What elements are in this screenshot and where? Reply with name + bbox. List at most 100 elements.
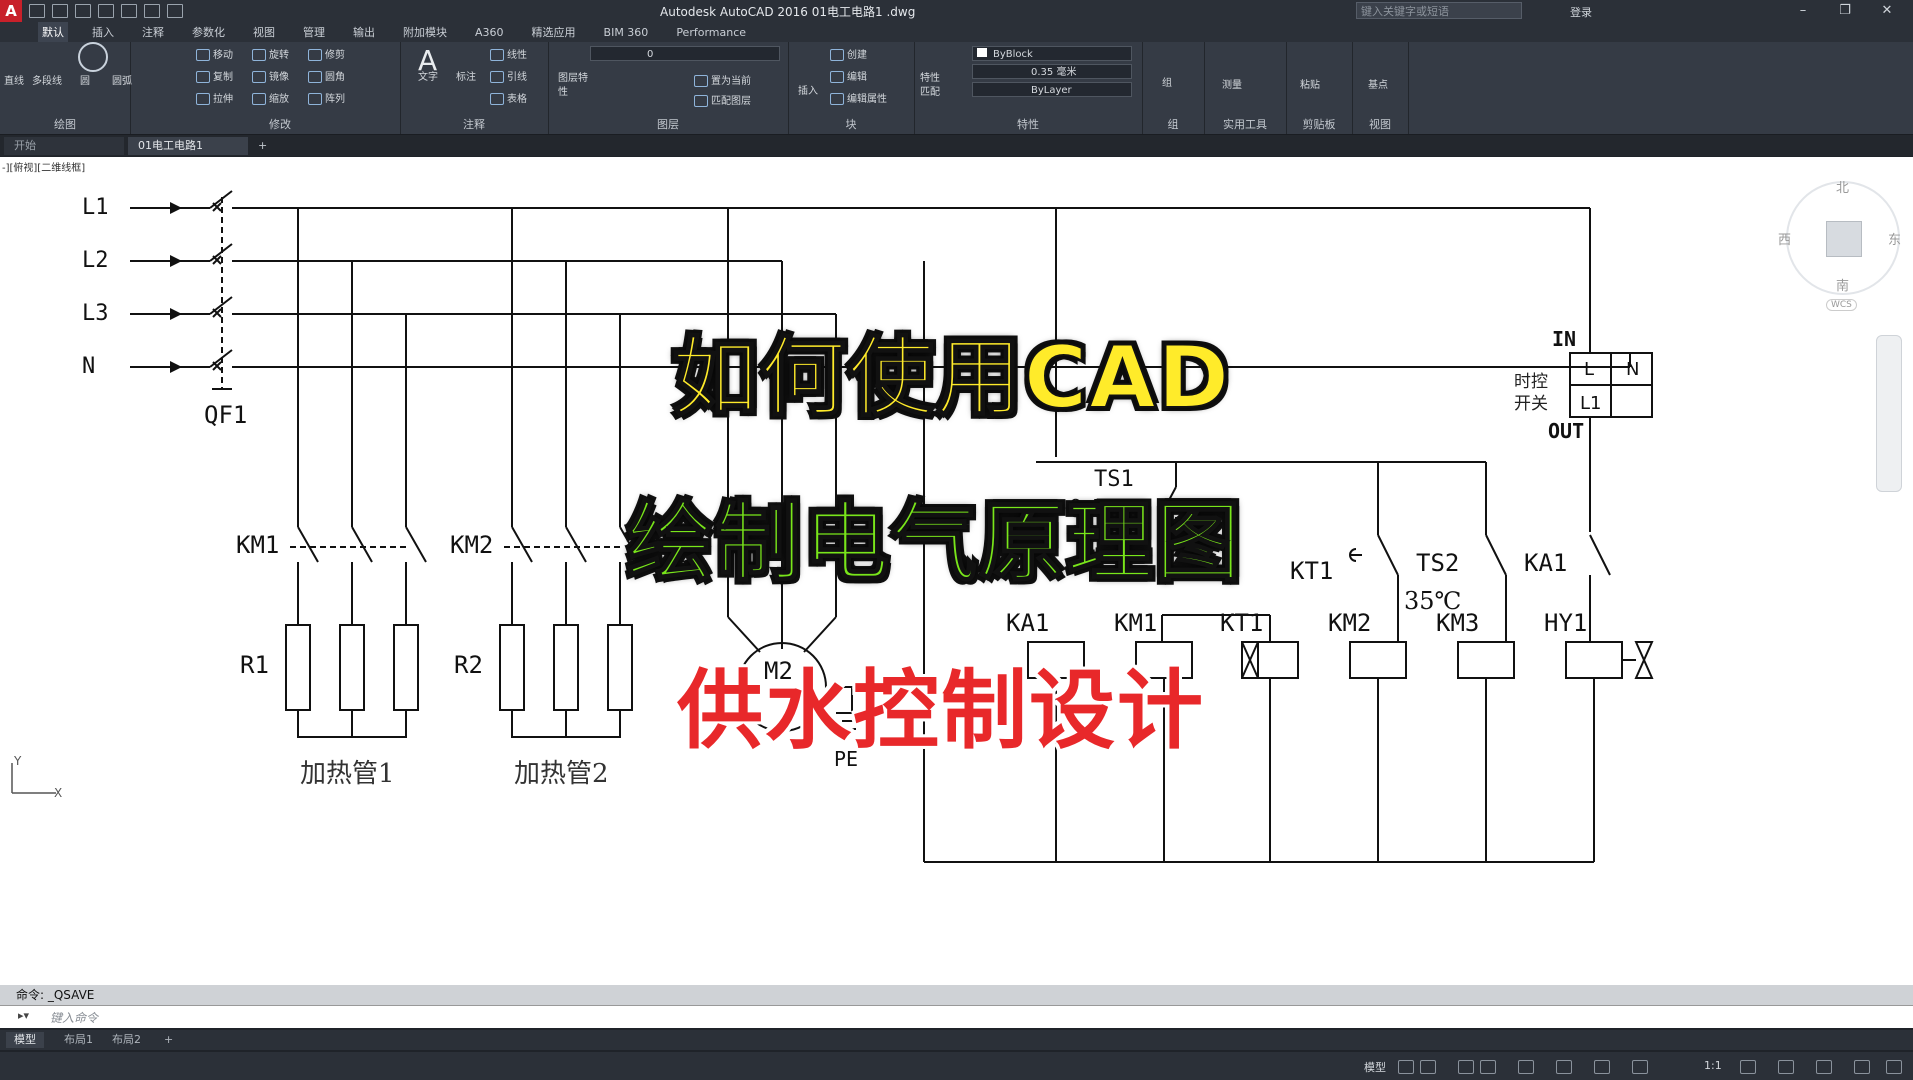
properties-panel-title[interactable]: 特性: [1017, 118, 1039, 131]
tab-annotate[interactable]: 注释: [142, 26, 164, 39]
tab-manage[interactable]: 管理: [303, 26, 325, 39]
tab-start[interactable]: 开始: [4, 137, 124, 155]
edit-block-button[interactable]: 编辑: [830, 68, 867, 83]
fillet-button[interactable]: 圆角: [308, 68, 345, 83]
viewcube-north[interactable]: 北: [1836, 181, 1850, 196]
login-button[interactable]: 登录: [1570, 6, 1592, 19]
layers-panel-title[interactable]: 图层: [657, 118, 679, 131]
tab-parametric[interactable]: 参数化: [192, 26, 225, 39]
close-button[interactable]: ✕: [1881, 3, 1893, 18]
viewport-controls[interactable]: -][俯视][二维线框]: [2, 163, 86, 174]
base-button[interactable]: 基点: [1368, 80, 1388, 91]
command-input[interactable]: 键入命令: [50, 1011, 99, 1025]
annotation-visibility-icon[interactable]: [1632, 1060, 1648, 1074]
draw-panel-title[interactable]: 绘图: [54, 118, 76, 131]
tab-a360[interactable]: A360: [475, 25, 504, 39]
match-properties-button[interactable]: 特性匹配: [920, 73, 940, 98]
arc-button[interactable]: 圆弧: [112, 76, 132, 87]
group-button[interactable]: 组: [1162, 78, 1172, 89]
isolate-objects-icon[interactable]: [1778, 1060, 1794, 1074]
copy-button[interactable]: 复制: [196, 68, 233, 83]
edit-attributes-button[interactable]: 编辑属性: [830, 90, 887, 105]
utilities-panel-title[interactable]: 实用工具: [1223, 118, 1267, 131]
create-block-button[interactable]: 创建: [830, 46, 867, 61]
tab-insert[interactable]: 插入: [92, 26, 114, 39]
set-current-button[interactable]: 置为当前: [694, 72, 751, 87]
rotate-button[interactable]: 旋转: [252, 46, 289, 61]
restore-button[interactable]: ❐: [1839, 3, 1851, 18]
new-file-icon[interactable]: [29, 4, 45, 18]
tab-current-drawing[interactable]: 01电工电路1: [128, 137, 248, 155]
selection-cycling-icon[interactable]: [1594, 1060, 1610, 1074]
dimension-button[interactable]: 标注: [456, 72, 476, 83]
layer-properties-button[interactable]: 图层特性: [558, 73, 588, 98]
command-prompt-icon[interactable]: ▸▾: [18, 1009, 30, 1022]
tab-output[interactable]: 输出: [353, 26, 375, 39]
tab-addins[interactable]: 附加模块: [403, 26, 447, 39]
add-layout-button[interactable]: +: [164, 1033, 174, 1046]
layer-select[interactable]: 0: [590, 46, 780, 61]
linear-button[interactable]: 线性: [490, 46, 527, 61]
redo-icon[interactable]: [167, 4, 183, 18]
tab-layout2[interactable]: 布局2: [112, 1033, 141, 1046]
measure-button[interactable]: 测量: [1222, 80, 1242, 91]
leader-button[interactable]: 引线: [490, 68, 527, 83]
viewcube-top-face[interactable]: [1826, 221, 1862, 257]
move-button[interactable]: 移动: [196, 46, 233, 61]
block-panel-title[interactable]: 块: [845, 118, 857, 131]
hardware-acceleration-icon[interactable]: [1816, 1060, 1832, 1074]
line-button[interactable]: 直线: [4, 76, 24, 87]
lineweight-select[interactable]: 0.35 毫米: [972, 64, 1132, 79]
workspace-gear-icon[interactable]: [1740, 1060, 1756, 1074]
view-panel-title[interactable]: 视图: [1369, 118, 1391, 131]
search-input[interactable]: 键入关键字或短语: [1356, 2, 1522, 19]
paste-button[interactable]: 粘贴: [1300, 80, 1320, 91]
customize-menu-icon[interactable]: [1886, 1060, 1902, 1074]
viewcube-south[interactable]: 南: [1836, 279, 1850, 294]
clipboard-panel-title[interactable]: 剪贴板: [1302, 118, 1336, 131]
ortho-icon[interactable]: [1458, 1060, 1474, 1074]
tab-featured-apps[interactable]: 精选应用: [531, 26, 576, 39]
linetype-select[interactable]: ByLayer: [972, 82, 1132, 97]
stretch-button[interactable]: 拉伸: [196, 90, 233, 105]
lineweight-icon[interactable]: [1556, 1060, 1572, 1074]
new-tab-button[interactable]: +: [258, 139, 268, 152]
scale-button[interactable]: 缩放: [252, 90, 289, 105]
match-layer-button[interactable]: 匹配图层: [694, 92, 751, 107]
polar-icon[interactable]: [1480, 1060, 1496, 1074]
text-button[interactable]: 文字: [418, 72, 438, 83]
viewcube-west[interactable]: 西: [1778, 233, 1792, 248]
grid-icon[interactable]: [1398, 1060, 1414, 1074]
snap-icon[interactable]: [1420, 1060, 1436, 1074]
tab-view[interactable]: 视图: [253, 26, 275, 39]
save-icon[interactable]: [75, 4, 91, 18]
model-space-toggle[interactable]: 模型: [1364, 1061, 1386, 1074]
circle-button[interactable]: 圆: [80, 76, 90, 87]
viewcube[interactable]: 北 南 西 东: [1778, 181, 1902, 295]
fullscreen-icon[interactable]: [1854, 1060, 1870, 1074]
wcs-menu[interactable]: WCS: [1826, 299, 1857, 311]
drawing-canvas[interactable]: -][俯视][二维线框]: [0, 157, 1913, 985]
navigation-bar[interactable]: [1876, 335, 1902, 492]
array-button[interactable]: 阵列: [308, 90, 345, 105]
autocad-logo-icon[interactable]: A: [0, 0, 22, 22]
trim-button[interactable]: 修剪: [308, 46, 345, 61]
tab-default[interactable]: 默认: [38, 22, 68, 42]
color-select[interactable]: ByBlock: [972, 46, 1132, 61]
print-icon[interactable]: [121, 4, 137, 18]
save-as-icon[interactable]: [98, 4, 114, 18]
command-line[interactable]: ▸▾ 键入命令: [0, 1005, 1913, 1028]
viewcube-east[interactable]: 东: [1888, 233, 1902, 248]
minimize-button[interactable]: –: [1799, 3, 1807, 18]
mirror-button[interactable]: 镜像: [252, 68, 289, 83]
annotation-panel-title[interactable]: 注释: [463, 118, 485, 131]
undo-icon[interactable]: [144, 4, 160, 18]
tab-layout1[interactable]: 布局1: [64, 1033, 93, 1046]
open-file-icon[interactable]: [52, 4, 68, 18]
tab-performance[interactable]: Performance: [676, 25, 747, 39]
annotation-scale[interactable]: 1:1: [1704, 1059, 1722, 1072]
tab-model[interactable]: 模型: [6, 1032, 44, 1048]
osnap-icon[interactable]: [1518, 1060, 1534, 1074]
modify-panel-title[interactable]: 修改: [269, 118, 291, 131]
insert-button[interactable]: 插入: [798, 86, 818, 97]
